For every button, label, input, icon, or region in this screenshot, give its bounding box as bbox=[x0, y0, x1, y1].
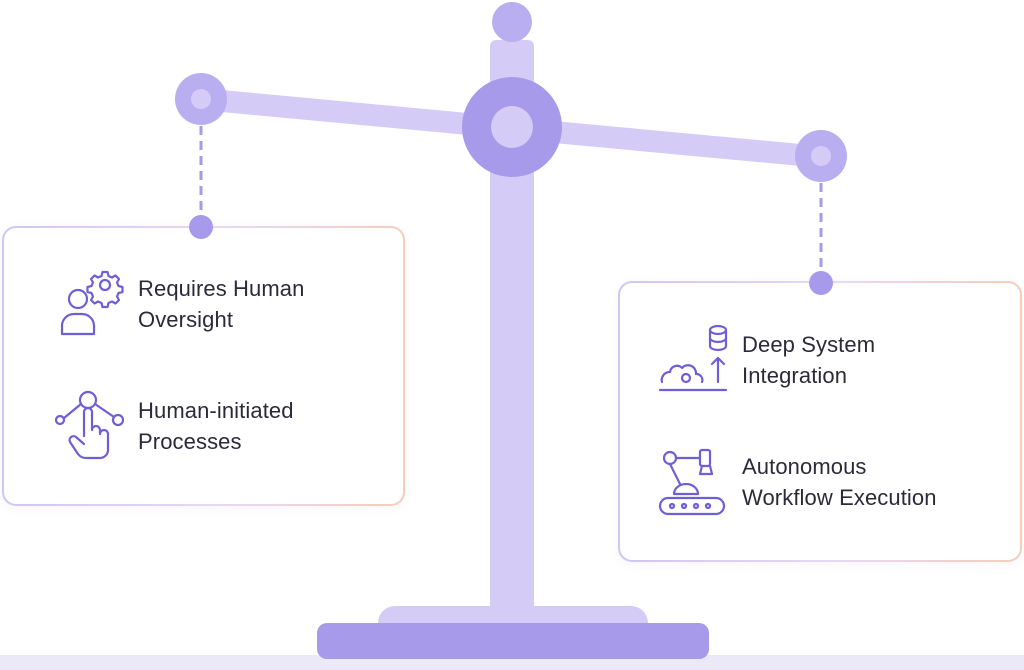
right-item-label: Deep System Integration bbox=[742, 329, 875, 391]
left-item-label: Human-initiated Processes bbox=[138, 395, 294, 457]
left-pan-card bbox=[2, 226, 405, 506]
beam-right-end-inner bbox=[811, 146, 831, 166]
right-item-autonomous-workflow-execution: Autonomous Workflow Execution bbox=[656, 446, 937, 518]
scale-pillar bbox=[490, 40, 534, 620]
label-line: Processes bbox=[138, 429, 242, 454]
floor-line bbox=[0, 655, 1024, 670]
right-item-deep-system-integration: Deep System Integration bbox=[656, 324, 875, 396]
label-line: Requires Human bbox=[138, 276, 305, 301]
label-line: Integration bbox=[742, 363, 848, 388]
label-line: Human-initiated bbox=[138, 398, 294, 423]
label-line: Autonomous bbox=[742, 454, 867, 479]
scale-top-knob bbox=[492, 2, 532, 42]
label-line: Oversight bbox=[138, 307, 234, 332]
left-item-human-initiated-processes: Human-initiated Processes bbox=[52, 390, 294, 462]
scale-base bbox=[317, 623, 709, 659]
right-pan-card bbox=[618, 281, 1022, 562]
left-item-label: Requires Human Oversight bbox=[138, 273, 304, 335]
user-gear-icon bbox=[52, 268, 124, 340]
robot-arm-conveyor-icon bbox=[656, 446, 728, 518]
database-gears-icon bbox=[656, 324, 728, 396]
label-line: Workflow Execution bbox=[742, 485, 937, 510]
scale-pivot-inner bbox=[491, 106, 533, 148]
beam-left-end-inner bbox=[191, 89, 211, 109]
left-item-requires-human-oversight: Requires Human Oversight bbox=[52, 268, 304, 340]
hand-pointer-network-icon bbox=[52, 390, 124, 462]
label-line: Deep System bbox=[742, 332, 876, 357]
right-item-label: Autonomous Workflow Execution bbox=[742, 451, 937, 513]
